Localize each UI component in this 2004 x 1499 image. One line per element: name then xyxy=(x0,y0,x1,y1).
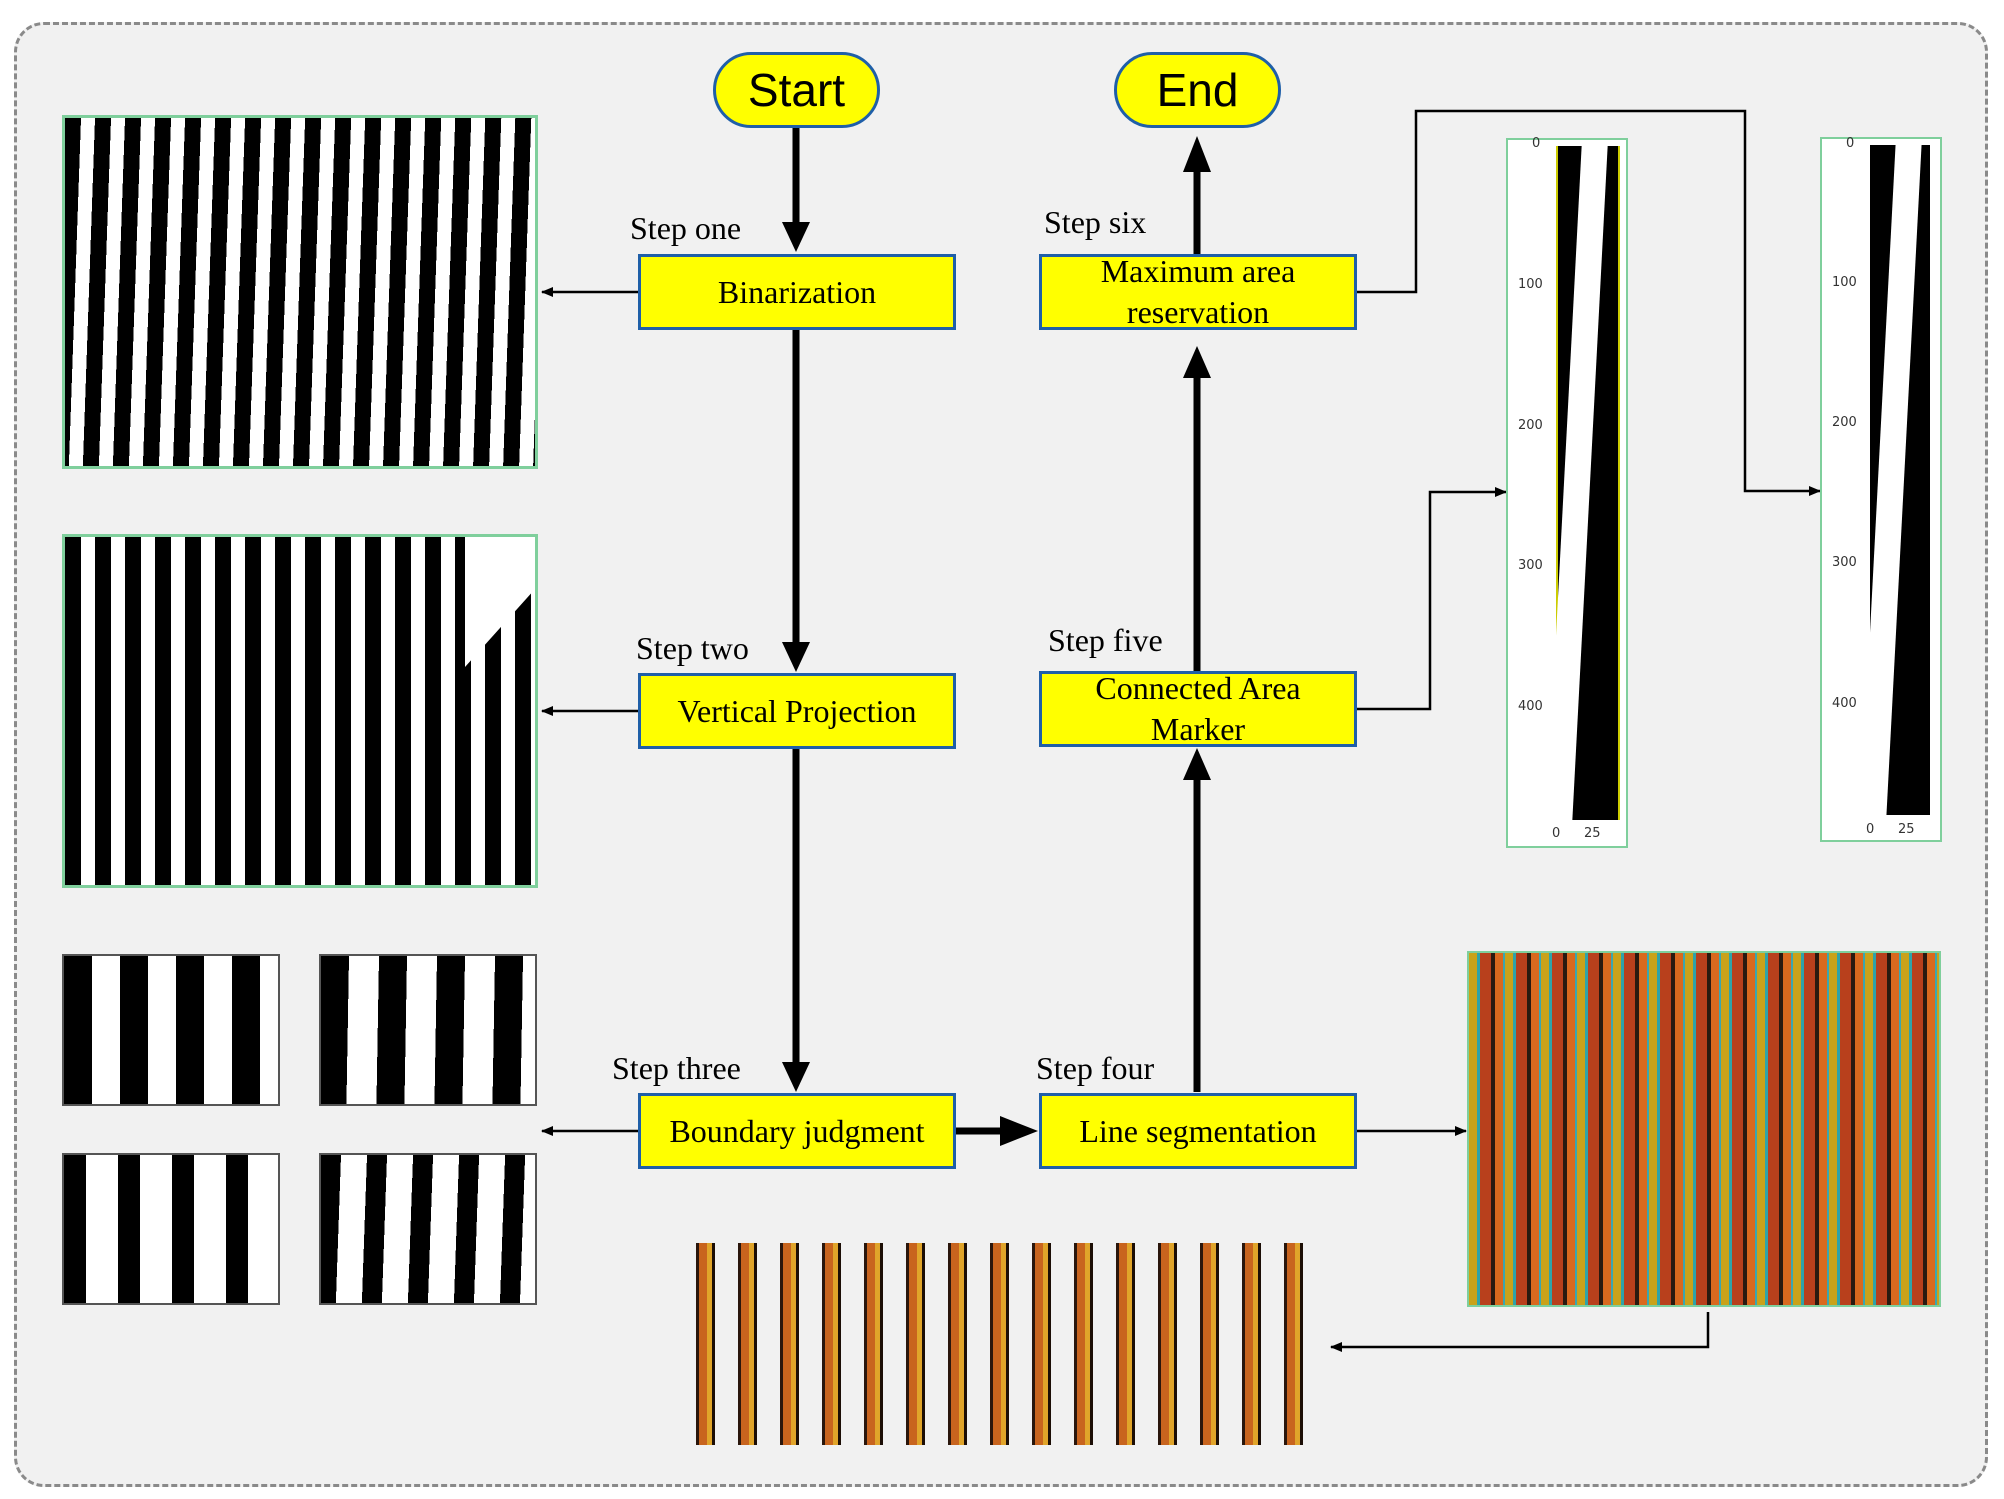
connected-area-marker-box: Connected Area Marker xyxy=(1039,670,1357,747)
boundary-judgment-box: Boundary judgment xyxy=(638,1093,956,1169)
plot1-ytick-100: 100 xyxy=(1518,277,1543,292)
step-one-label: Step one xyxy=(630,210,742,246)
plot1-ytick-400: 400 xyxy=(1518,699,1543,714)
boundary-tile-4 xyxy=(319,1153,537,1305)
step-four-label: Step four xyxy=(1036,1050,1155,1086)
step-six-label: Step six xyxy=(1044,204,1147,240)
segmented-color-image xyxy=(1467,951,1941,1307)
arrow-reservation-to-plot xyxy=(1356,109,1821,496)
maximum-area-plot xyxy=(1820,137,1942,842)
boundary-tile-3 xyxy=(62,1153,280,1305)
plot2-ytick-200: 200 xyxy=(1832,415,1857,430)
vertical-projection-box: Vertical Projection xyxy=(638,673,956,749)
plot1-xtick-0: 0 xyxy=(1552,826,1561,841)
arrow-image-to-strips xyxy=(1330,1312,1710,1352)
line-segmentation-box: Line segmentation xyxy=(1039,1093,1357,1169)
plot2-ytick-0: 0 xyxy=(1846,136,1855,151)
vertical-projection-image xyxy=(62,534,538,888)
plot1-ytick-0: 0 xyxy=(1532,136,1541,151)
plot2-xtick-0: 0 xyxy=(1866,822,1875,837)
plot2-xtick-25: 25 xyxy=(1898,822,1915,837)
segmented-strips xyxy=(682,1243,1324,1445)
boundary-tile-2 xyxy=(319,954,537,1106)
binarized-image xyxy=(62,115,538,469)
step-three-label: Step three xyxy=(612,1050,741,1086)
step-two-label: Step two xyxy=(636,630,749,666)
step-five-label: Step five xyxy=(1048,622,1163,658)
arrow-marker-to-plot xyxy=(1356,487,1507,711)
binarization-box: Binarization xyxy=(638,254,956,330)
connected-area-plot xyxy=(1506,138,1628,848)
plot1-ytick-200: 200 xyxy=(1518,418,1543,433)
plot2-ytick-100: 100 xyxy=(1832,275,1857,290)
boundary-tile-1 xyxy=(62,954,280,1106)
plot1-xtick-25: 25 xyxy=(1584,826,1601,841)
start-terminal: Start xyxy=(713,52,880,128)
plot2-ytick-300: 300 xyxy=(1832,555,1857,570)
maximum-area-reservation-box: Maximum area reservation xyxy=(1039,253,1357,330)
plot2-ytick-400: 400 xyxy=(1832,696,1857,711)
plot1-ytick-300: 300 xyxy=(1518,558,1543,573)
end-terminal: End xyxy=(1114,52,1281,128)
